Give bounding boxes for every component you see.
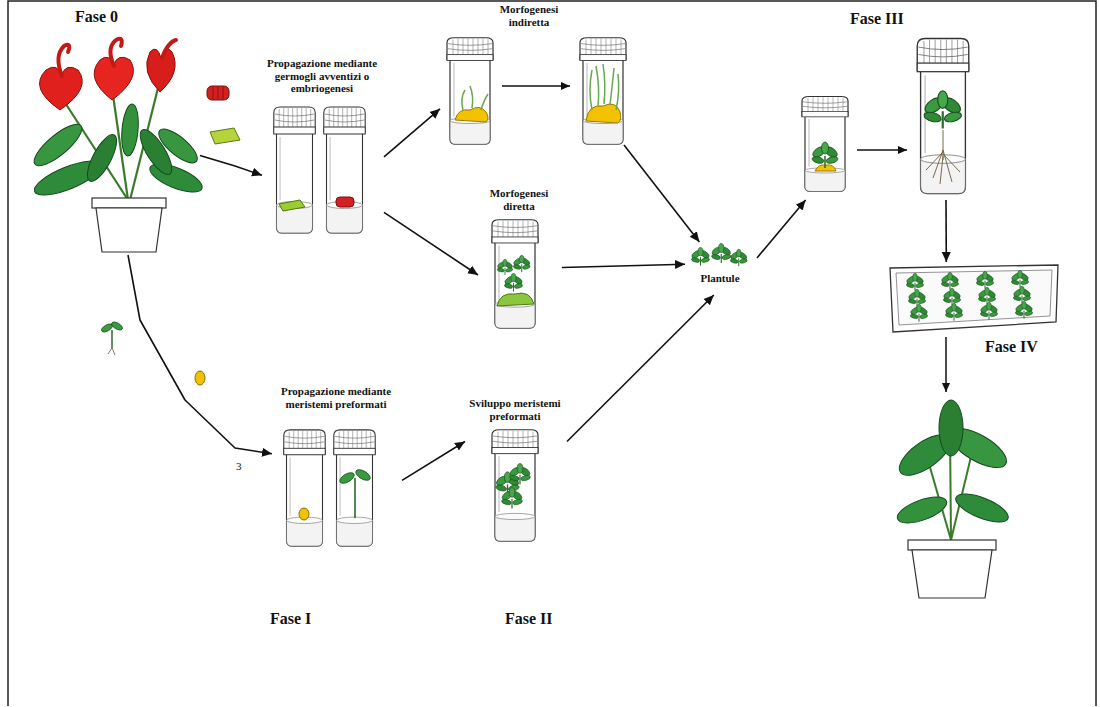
node-heading: Fase 0 (75, 8, 165, 26)
meristem-development-tube: Sviluppo meristemi preformati (465, 395, 567, 550)
phase-three-rooting: Fase III (790, 8, 985, 200)
flow-arrow (567, 295, 714, 442)
phase-label: Fase II (505, 610, 553, 628)
phase-label: Fase I (270, 610, 311, 628)
plantlets: Plantule (685, 242, 757, 295)
node-heading: Sviluppo meristemi preformati (465, 397, 565, 422)
node-heading: Morfogenesi diretta (478, 187, 560, 212)
node-heading: Plantule (685, 272, 755, 285)
node-heading: Fase IV (985, 338, 1057, 356)
flow-arrow (384, 109, 440, 157)
flow-arrow (945, 200, 947, 262)
flow-arrow (562, 264, 685, 267)
flow-arrow (128, 255, 272, 454)
flow-arrow (624, 145, 699, 242)
node-heading: Propagazione mediante germogli avventizi… (262, 57, 382, 95)
flow-arrow (402, 442, 465, 481)
phase-four-acclimatization: Fase IV (885, 262, 1060, 602)
flow-arrow (384, 212, 478, 275)
explant-culture-tubes: Propagazione mediante germogli avventizi… (262, 55, 384, 240)
flow-arrow (757, 200, 806, 258)
node-heading: Morfogenesi indiretta (488, 3, 570, 28)
node-heading: Fase III (850, 10, 940, 28)
direct-morphogenesis-tube: Morfogenesi diretta (478, 185, 562, 335)
flow-arrow (200, 155, 262, 175)
indirect-morphogenesis-tubes: Morfogenesi indiretta (440, 0, 640, 145)
node-heading: Propagazione mediante meristemi preforma… (272, 385, 400, 410)
phase-zero-plant: Fase 0 (20, 6, 200, 255)
callout-number: 3 (236, 460, 242, 472)
meristem-culture-tubes: Propagazione mediante meristemi preforma… (272, 383, 402, 560)
